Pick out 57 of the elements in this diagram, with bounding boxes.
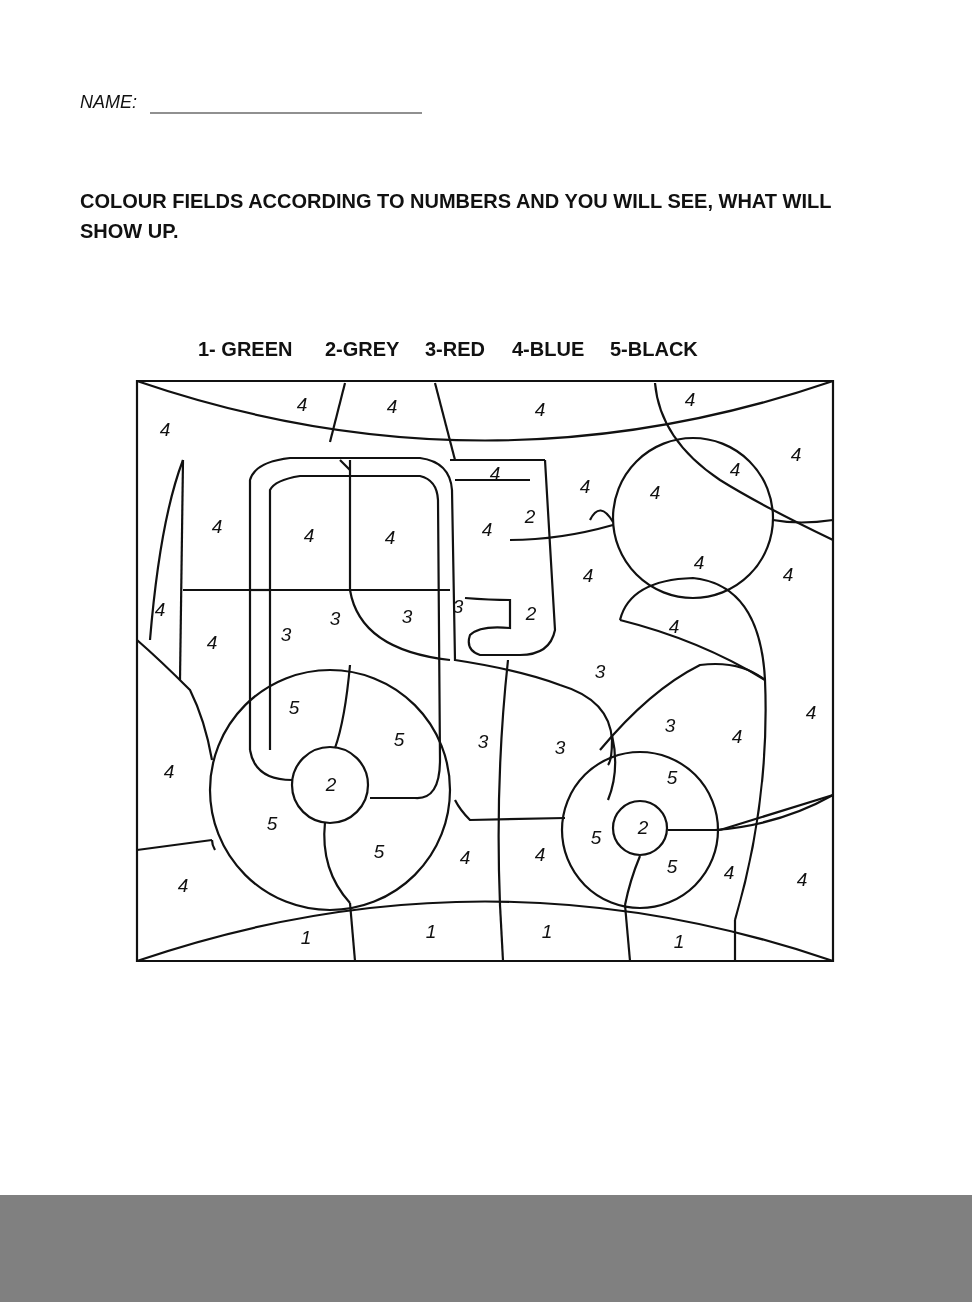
region-number: 2 bbox=[524, 506, 536, 528]
region-number: 4 bbox=[731, 726, 743, 748]
region-number: 3 bbox=[329, 608, 341, 630]
region-number: 4 bbox=[206, 632, 218, 654]
region-number: 4 bbox=[154, 599, 166, 621]
region-number: 4 bbox=[384, 527, 396, 549]
colour-key: 4-BLUE bbox=[512, 338, 585, 361]
region-number: 4 bbox=[684, 389, 696, 411]
region-number: 4 bbox=[534, 399, 546, 421]
region-number: 4 bbox=[649, 482, 661, 504]
region-number: 4 bbox=[159, 419, 171, 441]
region-number: 3 bbox=[664, 715, 676, 737]
region-number: 4 bbox=[723, 862, 735, 884]
region-number: 4 bbox=[790, 444, 802, 466]
instruction-heading: COLOUR FIELDS ACCORDING TO NUMBERS AND YOU WILL SEE, WHAT WILL SHOW UP. bbox=[80, 189, 833, 244]
region-number: 4 bbox=[386, 396, 398, 418]
region-number: 2 bbox=[325, 774, 337, 796]
region-number: 4 bbox=[796, 869, 808, 891]
region-number: 5 bbox=[666, 767, 678, 789]
region-number: 4 bbox=[481, 519, 493, 541]
region-number: 4 bbox=[668, 616, 680, 638]
region-number: 4 bbox=[579, 476, 591, 498]
region-number: 4 bbox=[163, 761, 175, 783]
colour-key: 5-BLACK bbox=[610, 338, 698, 361]
region-number: 4 bbox=[296, 394, 308, 416]
region-number: 1 bbox=[541, 921, 553, 943]
region-number: 4 bbox=[693, 552, 705, 574]
region-number: 5 bbox=[393, 729, 405, 751]
region-number: 4 bbox=[211, 516, 223, 538]
region-number: 1 bbox=[300, 927, 312, 949]
region-number: 4 bbox=[177, 875, 189, 897]
region-number: 4 bbox=[582, 565, 594, 587]
field-label: NAME: bbox=[80, 92, 137, 113]
region-number: 5 bbox=[666, 856, 678, 878]
region-number: 5 bbox=[266, 813, 278, 835]
region-number: 1 bbox=[673, 931, 685, 953]
region-number: 2 bbox=[637, 817, 649, 839]
region-number: 4 bbox=[805, 702, 817, 724]
colour-key: 1- GREEN bbox=[198, 338, 293, 361]
colour-key: 3-RED bbox=[425, 338, 485, 361]
region-number: 3 bbox=[401, 606, 413, 628]
region-number: 3 bbox=[477, 731, 489, 753]
region-number: 4 bbox=[782, 564, 794, 586]
region-number: 4 bbox=[459, 847, 471, 869]
region-number: 2 bbox=[525, 603, 537, 625]
region-number: 3 bbox=[554, 737, 566, 759]
region-number: 5 bbox=[373, 841, 385, 863]
colour-key: 2-GREY bbox=[325, 338, 400, 361]
region-number: 4 bbox=[303, 525, 315, 547]
region-number: 3 bbox=[280, 624, 292, 646]
region-number: 1 bbox=[425, 921, 437, 943]
region-number: 5 bbox=[590, 827, 602, 849]
region-number: 4 bbox=[489, 463, 501, 485]
region-number: 4 bbox=[729, 459, 741, 481]
region-number: 4 bbox=[534, 844, 546, 866]
region-number: 5 bbox=[288, 697, 300, 719]
region-number: 3 bbox=[594, 661, 606, 683]
